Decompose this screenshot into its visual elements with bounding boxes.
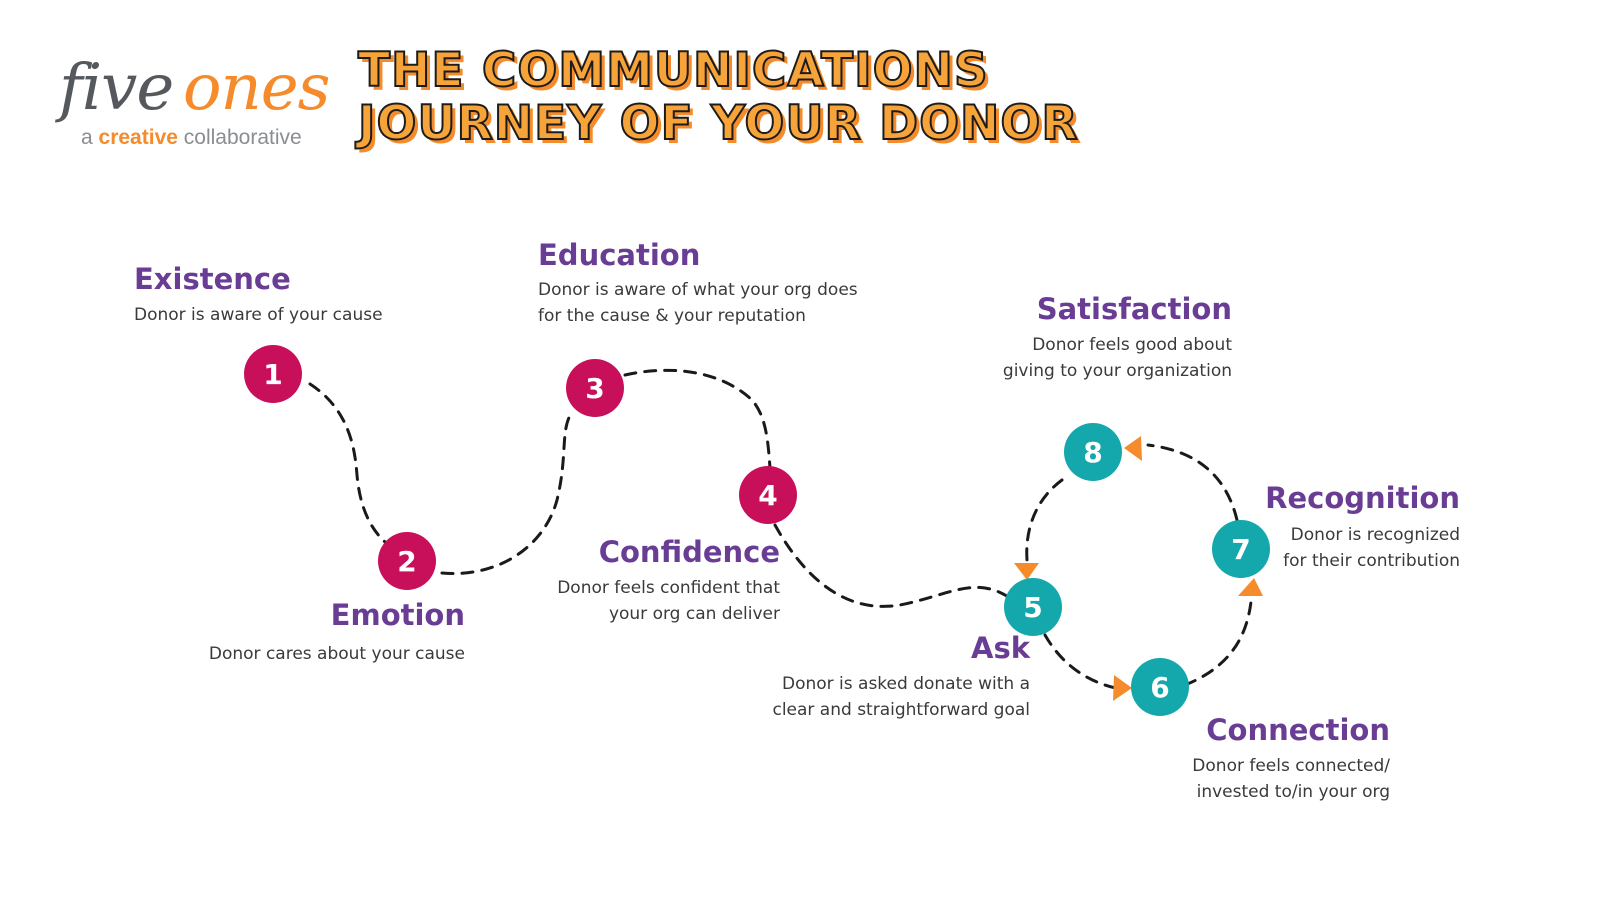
arrow-to-7 — [1238, 578, 1263, 596]
path-8-5 — [1025, 478, 1064, 562]
stage-5-desc-1: Donor is asked donate with a — [781, 674, 1030, 694]
stage-2-node: 2 — [378, 532, 436, 590]
stage-7-desc-1: Donor is recognized — [1290, 525, 1460, 545]
stage-8-node: 8 — [1064, 423, 1122, 481]
arrow-to-8 — [1124, 436, 1142, 461]
stage-8-circle — [1064, 423, 1122, 481]
arrow-to-6 — [1113, 675, 1132, 701]
stage-6-node: 6 — [1131, 658, 1189, 716]
path-7-8 — [1146, 443, 1239, 522]
stage-5-number: 5 — [1023, 591, 1042, 624]
logo-word-five: five — [59, 51, 174, 125]
stage-6-number: 6 — [1150, 671, 1169, 704]
stage-5-node: 5 — [1004, 578, 1062, 636]
stage-1-title: Existence — [134, 262, 291, 296]
stage-6-desc-1: Donor feels connected/ — [1192, 756, 1390, 776]
stage-3-title: Education — [538, 238, 701, 272]
path-1-2 — [308, 382, 387, 544]
stage-4-number: 4 — [758, 479, 777, 512]
title-line-1: THE COMMUNICATIONS — [357, 43, 989, 98]
stage-3-desc-2: for the cause & your reputation — [538, 306, 806, 326]
stage-8-title: Satisfaction — [1036, 292, 1232, 326]
stage-1-number: 1 — [263, 358, 282, 391]
arrow-to-5 — [1014, 563, 1039, 580]
stage-2-number: 2 — [397, 545, 416, 578]
stage-6-circle — [1131, 658, 1189, 716]
stage-4-circle — [739, 466, 797, 524]
stage-5-circle — [1004, 578, 1062, 636]
stage-5-desc-2: clear and straightforward goal — [772, 700, 1030, 720]
stage-3-number: 3 — [585, 372, 604, 405]
stage-8-number: 8 — [1083, 436, 1102, 469]
stage-8-desc-1: Donor feels good about — [1032, 335, 1232, 355]
stage-5-title: Ask — [971, 631, 1030, 665]
path-6-7 — [1183, 588, 1254, 687]
logo-word-ones: ones — [183, 51, 330, 125]
page-title: THE COMMUNICATIONS JOURNEY OF YOUR DONOR — [357, 43, 1079, 151]
stage-7-number: 7 — [1231, 533, 1250, 566]
stage-7-circle — [1212, 520, 1270, 578]
title-line-2: JOURNEY OF YOUR DONOR — [357, 96, 1079, 151]
logo-tag-rest: collaborative — [183, 126, 302, 149]
path-3-4 — [623, 368, 772, 470]
stage-6-desc-2: invested to/in your org — [1196, 782, 1390, 802]
stage-7-desc-2: for their contribution — [1283, 551, 1460, 571]
stage-4-desc-2: your org can deliver — [608, 604, 780, 624]
stage-2-circle — [378, 532, 436, 590]
stage-4-node: 4 — [739, 466, 797, 524]
path-5-6 — [1043, 633, 1127, 692]
stage-6-title: Connection — [1206, 713, 1390, 747]
stage-7-node: 7 — [1212, 520, 1270, 578]
stage-3-circle — [566, 359, 624, 417]
stage-7-title: Recognition — [1265, 481, 1460, 515]
stage-3-desc-1: Donor is aware of what your org does — [538, 280, 858, 300]
logo-tag-creative: creative — [98, 126, 178, 149]
stage-4-title: Confidence — [598, 535, 780, 569]
stage-8-desc-2: giving to your organization — [1002, 361, 1232, 381]
path-4-5 — [773, 523, 1012, 608]
path-2-3 — [440, 410, 574, 575]
five-ones-logo: five ones a creative collaborative — [55, 30, 345, 160]
stage-2-title: Emotion — [330, 598, 465, 632]
logo-tagline: a creative collaborative — [81, 126, 302, 150]
stage-1-node: 1 — [244, 345, 302, 403]
stage-1-circle — [244, 345, 302, 403]
stage-4-desc-1: Donor feels confident that — [557, 578, 780, 598]
stage-3-node: 3 — [566, 359, 624, 417]
stage-2-desc-1: Donor cares about your cause — [208, 644, 465, 664]
stage-1-desc-1: Donor is aware of your cause — [134, 305, 383, 325]
logo-tag-a: a — [81, 126, 93, 149]
